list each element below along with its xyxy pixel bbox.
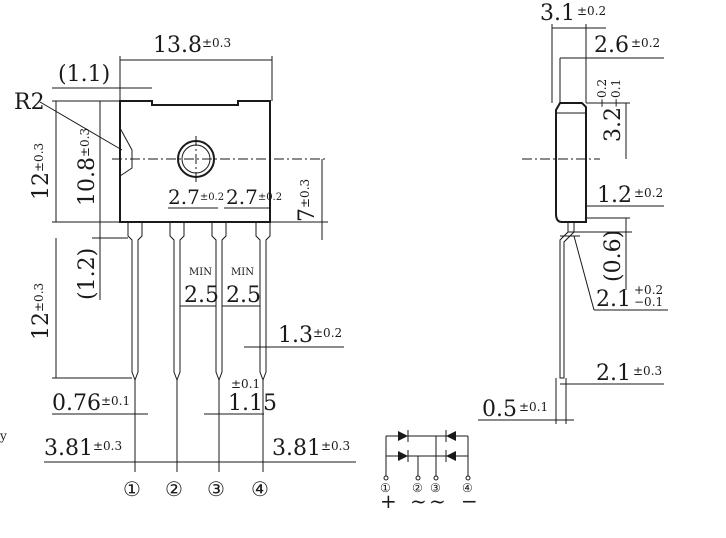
dim-spacing-1: 2.5 [184, 283, 219, 308]
side-dim-depth: 2.6±0.2 [594, 33, 660, 58]
dim-lead-width-mid: 1.15 [228, 391, 277, 416]
side-dim-top-offset: 3.2 [601, 107, 626, 142]
schematic-pin-3: ③ [430, 481, 441, 495]
svg-text:−0.1: −0.1 [609, 79, 623, 108]
dim-width: 13.8±0.3 [153, 33, 231, 58]
pin-number-2: ② [165, 477, 183, 501]
dim-pitch-left: 3.81±0.3 [44, 436, 122, 461]
dim-lead-width-upper: 1.3±0.2 [278, 323, 342, 348]
body-bevel [119, 127, 133, 177]
side-dim-lead-thickness: 0.5±0.1 [482, 397, 548, 422]
schematic-sign-ac-2: ~ [429, 489, 446, 513]
dim-pitch-right: 3.81±0.3 [272, 436, 350, 461]
side-dim-lead-offset: 1.2±0.2 [597, 183, 663, 208]
dim-hole-height: 7±0.3 [295, 179, 320, 222]
bridge-schematic: ① ② ③ ④ + ~ ~ − [380, 430, 478, 513]
dim-lead-tip: 0.76±0.1 [52, 391, 130, 416]
schematic-pin-1: ① [380, 481, 391, 495]
dim-lead-width-mid-tol: ±0.1 [231, 377, 260, 391]
side-dim-thickness: 3.1±0.2 [540, 1, 606, 26]
side-dim-lead-gap: (0.6) [601, 230, 626, 282]
front-view: 13.8±0.3 (1.1) R2 12±0.3 10.8±0.3 (1.2) … [0, 33, 356, 501]
pin-number-1: ① [123, 477, 141, 501]
schematic-pin-4: ④ [462, 481, 473, 495]
dim-hole-position: 10.8±0.3 [75, 128, 100, 206]
svg-text:+0.2: +0.2 [634, 283, 663, 297]
dim-pitch-a: 2.7±0.2 [168, 185, 224, 209]
label-min-2: MIN [231, 267, 254, 278]
dim-spacing-2: 2.5 [226, 283, 261, 308]
schematic-sign-minus: − [461, 489, 478, 513]
dim-body-height: 12±0.3 [29, 143, 54, 200]
schematic-sign-ac-1: ~ [410, 489, 427, 513]
side-body [555, 102, 587, 223]
side-lead [559, 222, 575, 379]
side-dim-lead-tip: 2.1±0.3 [596, 361, 662, 386]
dim-pitch-b: 2.7±0.2 [226, 185, 282, 209]
schematic-pin-2: ② [412, 481, 423, 495]
pin-number-3: ③ [207, 477, 225, 501]
pin-number-4: ④ [251, 477, 269, 501]
edge-mark: y [0, 429, 7, 443]
dim-corner-offset: (1.1) [58, 62, 110, 87]
dim-lead-length: 12±0.3 [29, 283, 54, 340]
schematic-sign-plus: + [380, 489, 397, 513]
label-min-1: MIN [189, 267, 212, 278]
side-dim-lead-bend: 2.1 [596, 287, 631, 312]
side-view: 3.1±0.2 2.6±0.2 3.2 +0.2 −0.1 1.2±0.2 (0… [478, 1, 668, 424]
svg-text:−0.1: −0.1 [634, 295, 663, 309]
dim-standoff: (1.2) [75, 248, 100, 300]
svg-text:+0.2: +0.2 [595, 79, 609, 108]
label-radius: R2 [14, 90, 45, 115]
